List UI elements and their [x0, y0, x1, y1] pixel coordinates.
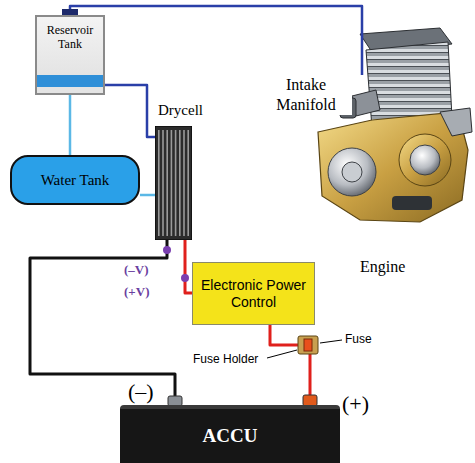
polarity-label: (–) — [128, 380, 154, 404]
connector — [105, 85, 155, 137]
node-text: ACCU — [203, 425, 258, 447]
engine-illustration — [318, 28, 472, 222]
reservoir-tank: Reservoir Tank — [35, 15, 105, 95]
node-text: Drycell — [158, 102, 218, 119]
node-text: Reservoir Tank — [37, 23, 103, 51]
node-text: Water Tank — [41, 172, 110, 189]
part-label: Fuse Holder — [193, 352, 258, 366]
node-text: Engine — [358, 258, 475, 276]
connector — [30, 240, 175, 405]
leader-line — [267, 350, 297, 358]
polarity-label: (+) — [342, 392, 369, 416]
node-text: Intake Manifold — [260, 75, 352, 115]
drycell: Drycell — [155, 100, 215, 240]
leader-line — [320, 340, 342, 343]
connector — [185, 240, 192, 293]
battery: ACCU — [120, 405, 340, 463]
terminal-label: (+V) — [124, 284, 149, 300]
connector — [69, 95, 72, 155]
part-label: Fuse — [345, 332, 372, 346]
fuse-holder — [298, 336, 318, 354]
water-tank: Water Tank — [10, 155, 140, 205]
fuse — [304, 339, 312, 351]
terminal-dot — [163, 246, 171, 254]
terminal-dot — [181, 274, 189, 282]
drycell-body — [155, 126, 192, 240]
power-control-box: Electronic Power Control — [192, 262, 315, 325]
terminal-label: (–V) — [124, 262, 149, 278]
connector — [140, 194, 155, 197]
engine: Intake ManifoldEngine — [258, 75, 470, 247]
connector — [70, 6, 362, 75]
node-text: Electronic Power Control — [197, 277, 310, 311]
